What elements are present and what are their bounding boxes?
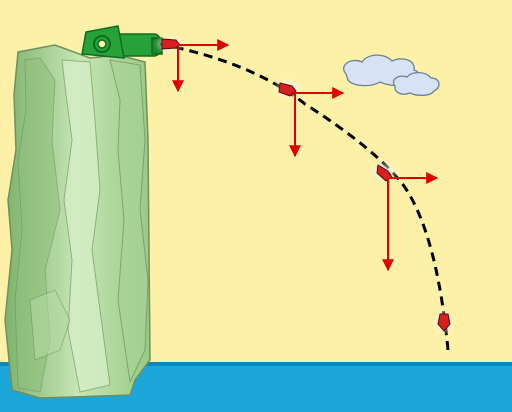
velocity-vectors (172, 39, 439, 272)
projectile-icon (368, 160, 400, 184)
cloud-icon (343, 54, 440, 97)
cliff (4, 44, 151, 399)
projectile-icon (272, 78, 304, 100)
projectile-icon (432, 308, 456, 336)
trajectory-path (159, 42, 450, 351)
